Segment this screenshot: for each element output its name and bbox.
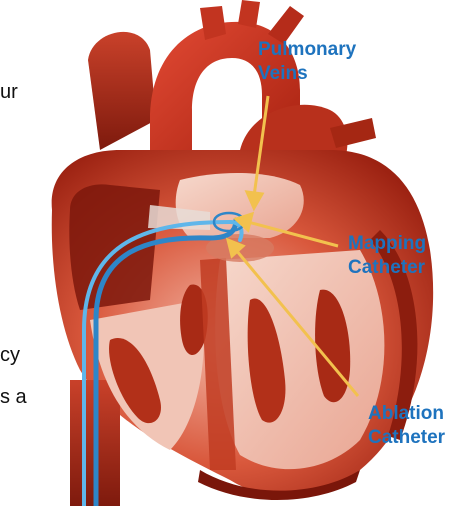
carotid-artery — [238, 0, 260, 28]
mapping-catheter-line-1: Mapping — [348, 232, 426, 256]
ablation-catheter-line-2: Catheter — [368, 426, 445, 450]
pulmonary-veins-line-2: Veins — [258, 62, 356, 86]
left-ventricle-cavity — [215, 250, 384, 469]
ablation-catheter-line-1: Ablation — [368, 402, 445, 426]
mapping-catheter-label: Mapping Catheter — [348, 232, 426, 280]
pulmonary-veins-line-1: Pulmonary — [258, 38, 356, 62]
mapping-catheter-line-2: Catheter — [348, 256, 426, 280]
cut-off-text-1: ur — [0, 80, 18, 104]
pulmonary-veins-label: Pulmonary Veins — [258, 38, 356, 86]
ablation-catheter-label: Ablation Catheter — [368, 402, 445, 450]
cut-off-text-3: s a — [0, 385, 27, 409]
cut-off-text-2: cy — [0, 343, 20, 367]
superior-vena-cava — [88, 32, 156, 150]
